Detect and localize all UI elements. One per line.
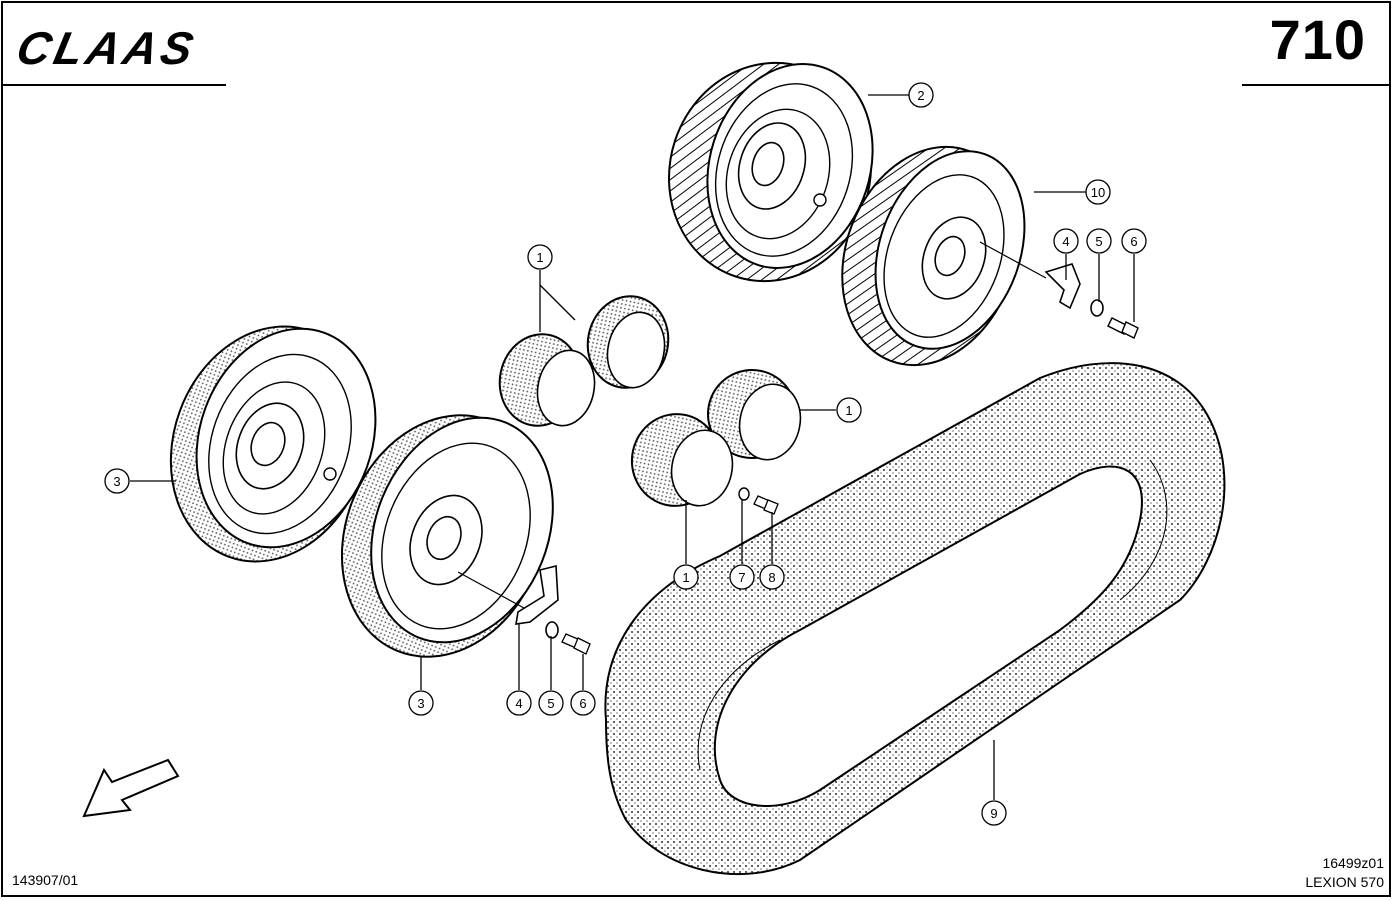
callouts: 2 10 4 5 6 1 1 3 1 7 8 3 4 5 6 9 1 [104,82,1147,826]
wheel-3-left [169,325,377,563]
svg-text:1: 1 [845,403,852,418]
svg-text:5: 5 [1095,234,1102,249]
svg-text:3: 3 [417,696,424,711]
callout-9: 9 [981,800,1007,826]
callout-1-right: 1 [836,397,862,423]
callout-1-bottom: 1 [673,564,699,590]
svg-text:2: 2 [917,88,924,103]
wheel-tyre-10 [841,145,1047,367]
direction-arrow [82,758,180,818]
roller-pair-upper [498,295,670,427]
wheel-tyre-2 [668,61,874,283]
callout-3-center: 3 [408,690,434,716]
drawing-reference: 143907/01 [12,872,79,888]
callout-4-lower: 4 [506,690,532,716]
callout-6-upper: 6 [1121,228,1147,254]
machine-model: LEXION 570 [1305,874,1384,890]
callout-3-left: 3 [104,468,130,494]
svg-text:1: 1 [536,250,543,265]
claas-logo: CLAAS [12,22,201,73]
header-rule-right [1242,84,1390,86]
wheel-3-center [340,414,554,658]
roller-pair-lower [630,369,802,515]
svg-text:9: 9 [990,806,997,821]
svg-text:4: 4 [515,696,522,711]
svg-text:CLAAS: CLAAS [12,22,201,73]
svg-text:5: 5 [547,696,554,711]
callout-8: 8 [759,564,785,590]
svg-text:4: 4 [1062,234,1069,249]
svg-text:1: 1 [682,570,689,585]
svg-text:6: 6 [1130,234,1137,249]
figure-id: 16499z01 [1322,855,1384,871]
callout-6-lower: 6 [570,690,596,716]
svg-text:3: 3 [113,474,120,489]
page-number: 710 [1269,8,1366,71]
svg-text:6: 6 [579,696,586,711]
footer-info: 16499z01 LEXION 570 [1305,854,1384,892]
callout-4-upper: 4 [1053,228,1079,254]
callout-5-upper: 5 [1086,228,1112,254]
header-rule-left [2,84,226,86]
svg-text:8: 8 [768,570,775,585]
leader-lines [130,94,1135,800]
callout-1-top: 1 [527,244,553,270]
clamp-set-lower [515,564,591,655]
svg-text:7: 7 [738,570,745,585]
clamp-set-upper [1044,263,1139,339]
svg-text:10: 10 [1091,185,1105,200]
callout-7: 7 [729,564,755,590]
callout-10: 10 [1085,179,1111,205]
callout-5-lower: 5 [538,690,564,716]
callout-2: 2 [908,82,934,108]
